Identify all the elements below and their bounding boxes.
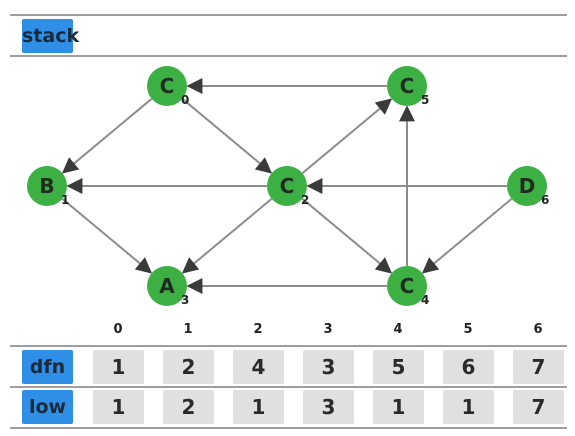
low-cell: 1 [233,390,284,424]
dfn-label: dfn [22,350,73,384]
node-circle [267,166,307,206]
low-cell: 3 [303,390,354,424]
column-index: 5 [463,322,473,337]
dfn-cell: 1 [93,350,144,384]
table-top-divider [10,345,567,347]
node-index: 3 [181,293,189,307]
edge-arrow [301,98,393,174]
node-circle [387,66,427,106]
column-index: 1 [183,322,193,337]
table-middle-divider [10,386,567,388]
low-label: low [22,390,73,424]
node-index: 4 [421,293,429,307]
dfn-cell: 2 [163,350,214,384]
node-circle [147,266,187,306]
node-circle [387,266,427,306]
graph-node: A3 [147,266,189,307]
column-index: 6 [533,322,543,337]
column-index: 3 [323,322,333,337]
graph-node: C2 [267,166,309,207]
dfn-cell: 7 [513,350,564,384]
edge-arrow [61,198,153,274]
edge-arrow [301,198,393,274]
node-label: A [159,274,175,298]
node-index: 1 [61,193,69,207]
low-cell: 1 [443,390,494,424]
dfn-cell: 5 [373,350,424,384]
column-index: 4 [393,322,403,337]
node-index: 0 [181,93,189,107]
dfn-cell: 3 [303,350,354,384]
stack-label: stack [22,19,79,53]
graph-node: C5 [387,66,429,107]
node-circle [147,66,187,106]
node-index: 6 [541,193,549,207]
node-index: 5 [421,93,429,107]
top-divider [10,14,567,16]
graph-node: C0 [147,66,189,107]
node-label: B [39,174,54,198]
low-cell: 2 [163,390,214,424]
dfn-cell: 6 [443,350,494,384]
node-circle [507,166,547,206]
low-cell: 1 [373,390,424,424]
column-index: 2 [253,322,263,337]
node-label: C [160,74,175,98]
column-index: 0 [113,322,123,337]
graph-node: B1 [27,166,69,207]
edge-arrow [181,98,273,174]
dfn-cell: 4 [233,350,284,384]
low-cell: 7 [513,390,564,424]
edge-arrow [181,198,273,274]
node-circle [27,166,67,206]
node-label: C [280,174,295,198]
graph-node: C4 [387,266,429,307]
node-label: D [519,174,536,198]
node-label: C [400,74,415,98]
low-cell: 1 [93,390,144,424]
table-bottom-divider [10,427,567,429]
stack-divider [10,55,567,57]
node-label: C [400,274,415,298]
edge-arrow [61,98,153,174]
edge-arrow [421,198,513,274]
edges-layer [61,78,513,294]
graph-node: D6 [507,166,549,207]
node-index: 2 [301,193,309,207]
